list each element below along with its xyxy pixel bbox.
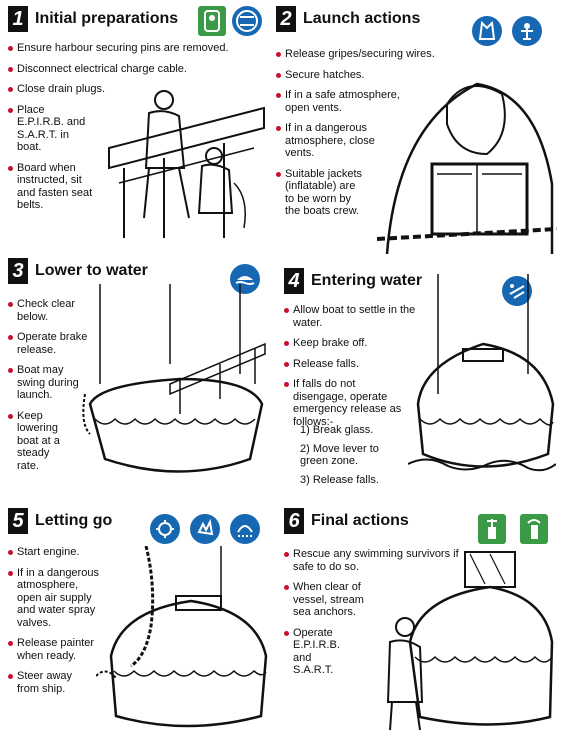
instruction-list: Ensure harbour securing pins are removed… xyxy=(8,42,229,220)
boat-letting-go-illustration xyxy=(96,546,268,728)
blue-release-icon xyxy=(502,276,532,306)
list-item: Check clear below. xyxy=(8,298,77,323)
list-item: Keep lowering boat at a steady rate. xyxy=(8,410,73,473)
crew-securing-hatch-illustration xyxy=(377,82,557,254)
list-item: If in a dangerous atmosphere, open air s… xyxy=(8,567,102,630)
panel-title: Letting go xyxy=(35,512,113,529)
list-item: Release falls. xyxy=(284,358,393,371)
emergency-release-substeps: 1) Break glass. 2) Move lever to green z… xyxy=(288,420,398,492)
list-item: Disconnect electrical charge cable. xyxy=(8,63,257,76)
green-epirb-icon xyxy=(478,514,506,544)
list-item: Suitable jackets (inflatable) are to be … xyxy=(276,168,367,218)
substep: 3) Release falls. xyxy=(300,473,379,486)
blue-lifejacket-icon xyxy=(472,16,502,46)
step-number: 1 xyxy=(8,6,28,32)
list-item: Secure hatches. xyxy=(276,69,415,82)
panel-title: Lower to water xyxy=(35,262,148,279)
panel-header: 6 Final actions xyxy=(280,506,409,536)
panel-header: 1 Initial preparations xyxy=(4,4,178,34)
substep: 1) Break glass. xyxy=(300,424,374,436)
panel-header: 3 Lower to water xyxy=(4,256,148,286)
blue-immersion-suit-icon xyxy=(512,16,542,46)
panel-entering-water: 4 Entering water Allow boat to settle in… xyxy=(280,266,557,498)
list-item: Ensure harbour securing pins are removed… xyxy=(8,42,257,55)
instruction-list: Release gripes/securing wires. Secure ha… xyxy=(276,48,465,226)
panel-letting-go: 5 Letting go Start engine. If in a dange… xyxy=(4,506,272,734)
list-item: Start engine. xyxy=(8,546,102,559)
list-item: Keep brake off. xyxy=(284,337,413,350)
substep: 2) Move lever to green zone. xyxy=(300,442,379,468)
step-number: 5 xyxy=(8,508,28,534)
list-item: Place E.P.I.R.B. and S.A.R.T. in boat. xyxy=(8,104,87,154)
panel-header: 5 Letting go xyxy=(4,506,112,536)
blue-lifeboat-icon xyxy=(230,264,260,294)
panel-header: 2 Launch actions xyxy=(272,4,420,34)
list-item: Close drain plugs. xyxy=(8,83,118,96)
list-item: If falls do not disengage, operate emerg… xyxy=(284,378,408,428)
blue-spray-icon xyxy=(230,514,260,544)
blue-engine-icon xyxy=(150,514,180,544)
instruction-list: Rescue any swimming survivors if safe to… xyxy=(284,548,473,685)
panel-title: Initial preparations xyxy=(35,10,179,27)
list-item: Release painter when ready. xyxy=(8,637,97,662)
instruction-list: Allow boat to settle in the water. Keep … xyxy=(284,304,428,430)
list-item: Release gripes/securing wires. xyxy=(276,48,465,61)
crew-operating-epirb-illustration xyxy=(386,551,554,731)
crew-boarding-illustration xyxy=(108,90,265,238)
boat-entering-water-illustration xyxy=(408,274,556,472)
step-number: 4 xyxy=(284,268,304,294)
list-item: When clear of vessel, stream sea anchors… xyxy=(284,581,373,619)
panel-title: Final actions xyxy=(311,512,409,529)
blue-hand-icon xyxy=(190,514,220,544)
step-number: 3 xyxy=(8,258,28,284)
step-number: 6 xyxy=(284,508,304,534)
list-item: Operate E.P.I.R.B. and S.A.R.T. xyxy=(284,627,353,677)
list-item: If in a dangerous atmosphere, close vent… xyxy=(276,122,380,160)
list-item: Board when instructed, sit and fasten se… xyxy=(8,162,97,212)
green-sart-icon xyxy=(520,514,548,544)
list-item: Steer away from ship. xyxy=(8,670,87,695)
green-lifebuoy-icon xyxy=(198,6,226,36)
panel-launch-actions: 2 Launch actions Release gripes/securing… xyxy=(272,4,557,254)
list-item: Operate brake release. xyxy=(8,331,97,356)
list-item: Rescue any swimming survivors if safe to… xyxy=(284,548,473,573)
list-item: Boat may swing during launch. xyxy=(8,364,92,402)
blue-no-smoking-icon xyxy=(232,6,262,36)
panel-header: 4 Entering water xyxy=(280,266,422,296)
list-item: If in a safe atmosphere, open vents. xyxy=(276,89,420,114)
panel-lower-to-water: 3 Lower to water Check clear below. Oper… xyxy=(4,256,272,496)
lowering-lifeboat-illustration xyxy=(82,284,266,473)
panel-title: Launch actions xyxy=(303,10,421,27)
list-item: Allow boat to settle in the water. xyxy=(284,304,428,329)
panel-title: Entering water xyxy=(311,272,423,289)
instruction-list: Start engine. If in a dangerous atmosphe… xyxy=(8,546,102,703)
instruction-list: Check clear below. Operate brake release… xyxy=(8,298,97,480)
panel-final-actions: 6 Final actions Rescue any swimming surv… xyxy=(280,506,557,734)
panel-initial-preparations: 1 Initial preparations Ensure harbour se… xyxy=(4,4,272,250)
step-number: 2 xyxy=(276,6,296,32)
